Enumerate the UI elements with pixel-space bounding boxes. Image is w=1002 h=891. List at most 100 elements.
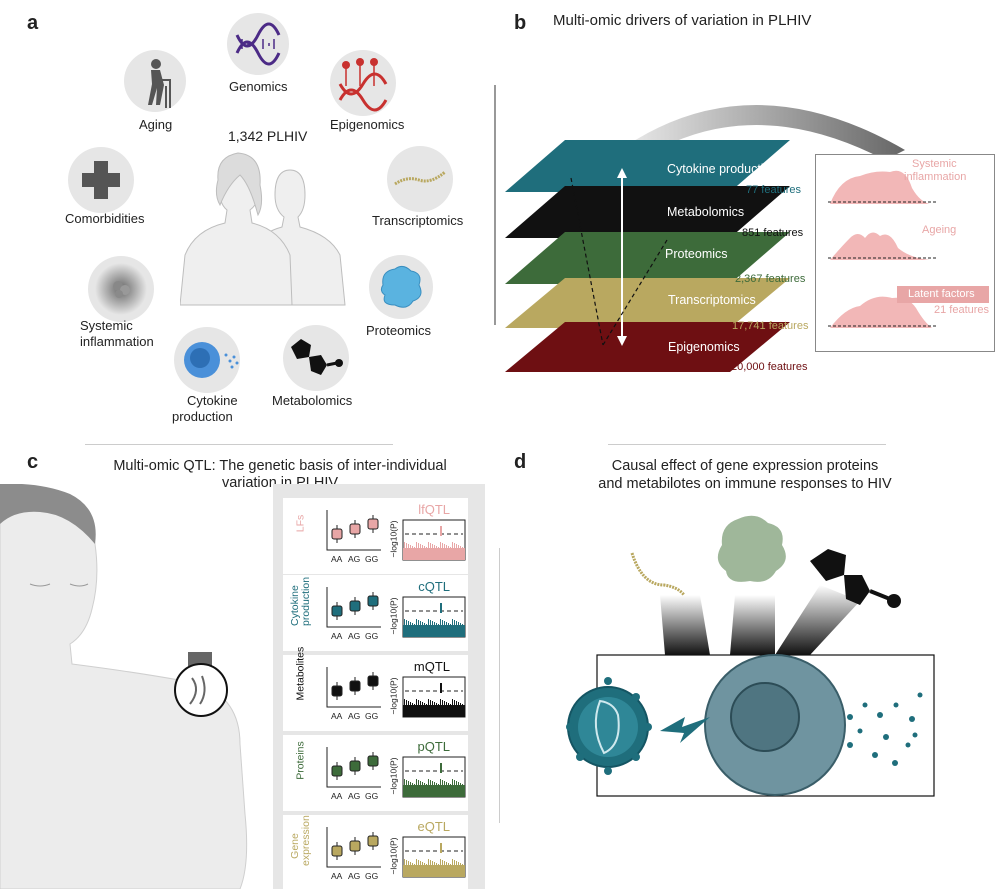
inflammation-icon (95, 263, 147, 315)
genotype-label: GG (365, 631, 379, 641)
qtl-name: eQTL (417, 819, 450, 834)
divider-c (85, 444, 393, 445)
metabolite-molecule-icon (291, 339, 343, 375)
systemic-inflammation-circle (88, 256, 154, 322)
dist-label-systemic-2: inflammation (904, 171, 967, 183)
omics-layer-stack (505, 140, 790, 372)
manhattan-ylabel: −log10(P) (388, 677, 399, 715)
genotype-box (349, 760, 361, 772)
divider-d (608, 444, 886, 445)
genotype-label: GG (365, 871, 379, 881)
features-proteomics: 2,367 features (735, 273, 806, 285)
features-epigenomics: 20,000 features (731, 361, 808, 373)
cohort-count-label: 1,342 PLHIV (228, 128, 308, 144)
comorbidities-label: Comorbidities (65, 211, 145, 226)
genomics-circle (227, 13, 289, 75)
methylated-dna-icon (338, 58, 388, 112)
cytokine-cell-icon (184, 342, 239, 378)
qtl-plot (326, 747, 466, 798)
latent-factors-badge (897, 286, 989, 303)
hiv-virus-icon (566, 677, 652, 775)
cohort-people-illustration (180, 152, 346, 306)
dist-label-latent: Latent factors (908, 288, 975, 300)
panel-c-letter: c (27, 451, 39, 473)
features-metabolomics: 851 features (742, 227, 804, 239)
layer-epigenomics (505, 322, 790, 372)
layer-transcriptomics (505, 278, 790, 328)
genotype-label: GG (365, 554, 379, 564)
rna-icon (630, 552, 686, 596)
layer-label-metabolomics: Metabolomics (667, 205, 745, 219)
genomics-label: Genomics (229, 79, 288, 94)
qtl-name: mQTL (413, 659, 450, 674)
layer-label-cytokine: Cytokine production (667, 162, 778, 176)
genotype-box (367, 755, 379, 767)
genotype-label: AA (331, 871, 343, 881)
cytokine-production-circle (174, 327, 240, 393)
manhattan-points (403, 548, 465, 560)
rna-strand-icon (394, 170, 446, 186)
panel-b-title: Multi-omic drivers of variation in PLHIV (553, 12, 812, 29)
layer-label-epigenomics: Epigenomics (668, 340, 740, 354)
comorbidities-circle (68, 147, 134, 213)
genotype-label: AG (348, 711, 361, 721)
panel-b-bracket (494, 85, 496, 325)
genotype-label: AG (348, 791, 361, 801)
genotype-box (349, 840, 361, 852)
genotype-label: GG (365, 711, 379, 721)
proteomics-circle (369, 255, 433, 319)
aging-label: Aging (139, 117, 173, 132)
dna-magnifier-icon (174, 652, 228, 717)
genotype-box (331, 528, 343, 540)
genotype-label: AA (331, 554, 343, 564)
genotype-label: GG (365, 791, 379, 801)
medical-cross-icon (82, 161, 120, 199)
genotype-box (331, 685, 343, 697)
manhattan-points (403, 785, 465, 797)
person-illustration (0, 484, 248, 889)
dna-icon (235, 22, 281, 66)
systemic-inflammation-label-2: inflammation (80, 334, 154, 349)
genotype-box (349, 523, 361, 535)
protein-blob-icon (717, 515, 786, 582)
metabolomics-label: Metabolomics (272, 393, 353, 408)
layer-label-proteomics: Proteomics (665, 247, 728, 261)
cytokine-label-1: Cytokine (187, 393, 238, 408)
divider-cd (499, 548, 500, 823)
genotype-label: AA (331, 631, 343, 641)
qtl-name: lfQTL (418, 502, 450, 517)
qtl-name: pQTL (417, 739, 450, 754)
dist-label-ageing: Ageing (922, 224, 957, 236)
features-cytokine: 77 features (746, 184, 802, 196)
manhattan-ylabel: −log10(P) (388, 757, 399, 795)
genotype-label: AA (331, 711, 343, 721)
transcriptomics-label: Transcriptomics (372, 213, 464, 228)
aging-circle (124, 50, 186, 112)
genotype-label: AG (348, 871, 361, 881)
genotype-box (367, 675, 379, 687)
panel-b-letter: b (514, 12, 527, 34)
genotype-box (331, 845, 343, 857)
lightning-icon (660, 717, 710, 743)
qtl-plot (326, 510, 466, 561)
transcriptomics-circle (387, 146, 453, 212)
panel-a-letter: a (27, 12, 39, 34)
qtl-plot (326, 667, 466, 718)
panel-d-title-1: Causal effect of gene expression protein… (611, 458, 879, 474)
layer-cytokine-production (505, 140, 790, 192)
elderly-person-icon (148, 59, 171, 108)
factor-arc (620, 105, 905, 160)
qtl-name: cQTL (418, 579, 450, 594)
layer-label-transcriptomics: Transcriptomics (668, 293, 756, 307)
layer-metabolomics (505, 186, 790, 238)
genotype-box (331, 605, 343, 617)
manhattan-points (403, 865, 465, 877)
genotype-box (367, 835, 379, 847)
dist-label-systemic-1: Systemic (912, 158, 957, 170)
epigenomics-label: Epigenomics (330, 117, 405, 132)
